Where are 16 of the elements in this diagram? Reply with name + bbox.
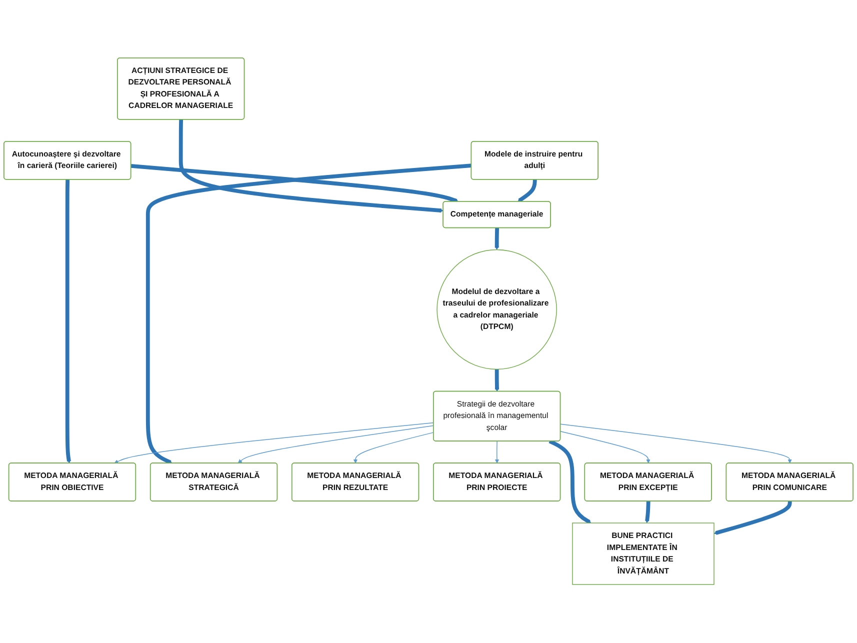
arrow <box>114 422 434 464</box>
arrow <box>494 441 500 464</box>
arrow <box>548 440 592 524</box>
arrow <box>353 432 434 464</box>
arrow <box>645 501 650 524</box>
arrow <box>560 424 792 464</box>
arrow <box>494 369 500 392</box>
arrow <box>65 180 71 464</box>
arrow <box>146 164 472 464</box>
arrow <box>714 501 792 536</box>
arrow <box>178 120 444 213</box>
arrow <box>238 426 434 464</box>
arrow <box>130 164 459 204</box>
arrow <box>560 431 650 464</box>
arrow <box>518 180 537 202</box>
arrow <box>494 228 500 250</box>
